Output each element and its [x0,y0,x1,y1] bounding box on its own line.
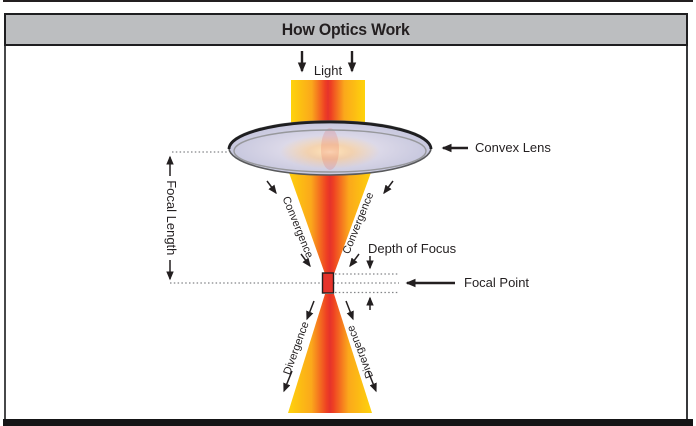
light-label: Light [313,63,343,78]
convergence-arrow-left-top [266,180,277,195]
convergence-arrow-right-top [383,180,394,195]
depth-of-focus-label: Depth of Focus [368,241,457,256]
bottom-rule [3,419,693,426]
lens-inner-rim [233,129,427,173]
title-bar: How Optics Work [4,13,688,46]
top-rule [3,0,693,2]
converging-beam [287,167,373,274]
lens-top-edge [227,120,433,150]
convergence-arrow-right-bottom [349,253,360,268]
focal-point-marker [321,272,335,294]
light-arrows [297,51,357,73]
divergence-arrow-left-top [306,300,315,321]
reference-dotted-lines [170,151,399,294]
convex-lens-shape [227,120,433,176]
convergence-arrow-left-bottom [300,253,311,268]
divergence-arrow-right-top [345,300,354,321]
divergence-arrows [283,300,377,393]
lens-glow [280,135,380,169]
focal-point-label: Focal Point [464,275,530,290]
diverging-beam [288,294,372,413]
convergence-arrows [266,180,394,268]
divergence-arrow-right-bottom [367,370,377,393]
page-title: How Optics Work [282,19,410,39]
convex-lens-label: Convex Lens [475,140,551,155]
divergence-arrow-left-bottom [283,370,293,393]
focal-length-label: Focal Length [163,180,179,256]
